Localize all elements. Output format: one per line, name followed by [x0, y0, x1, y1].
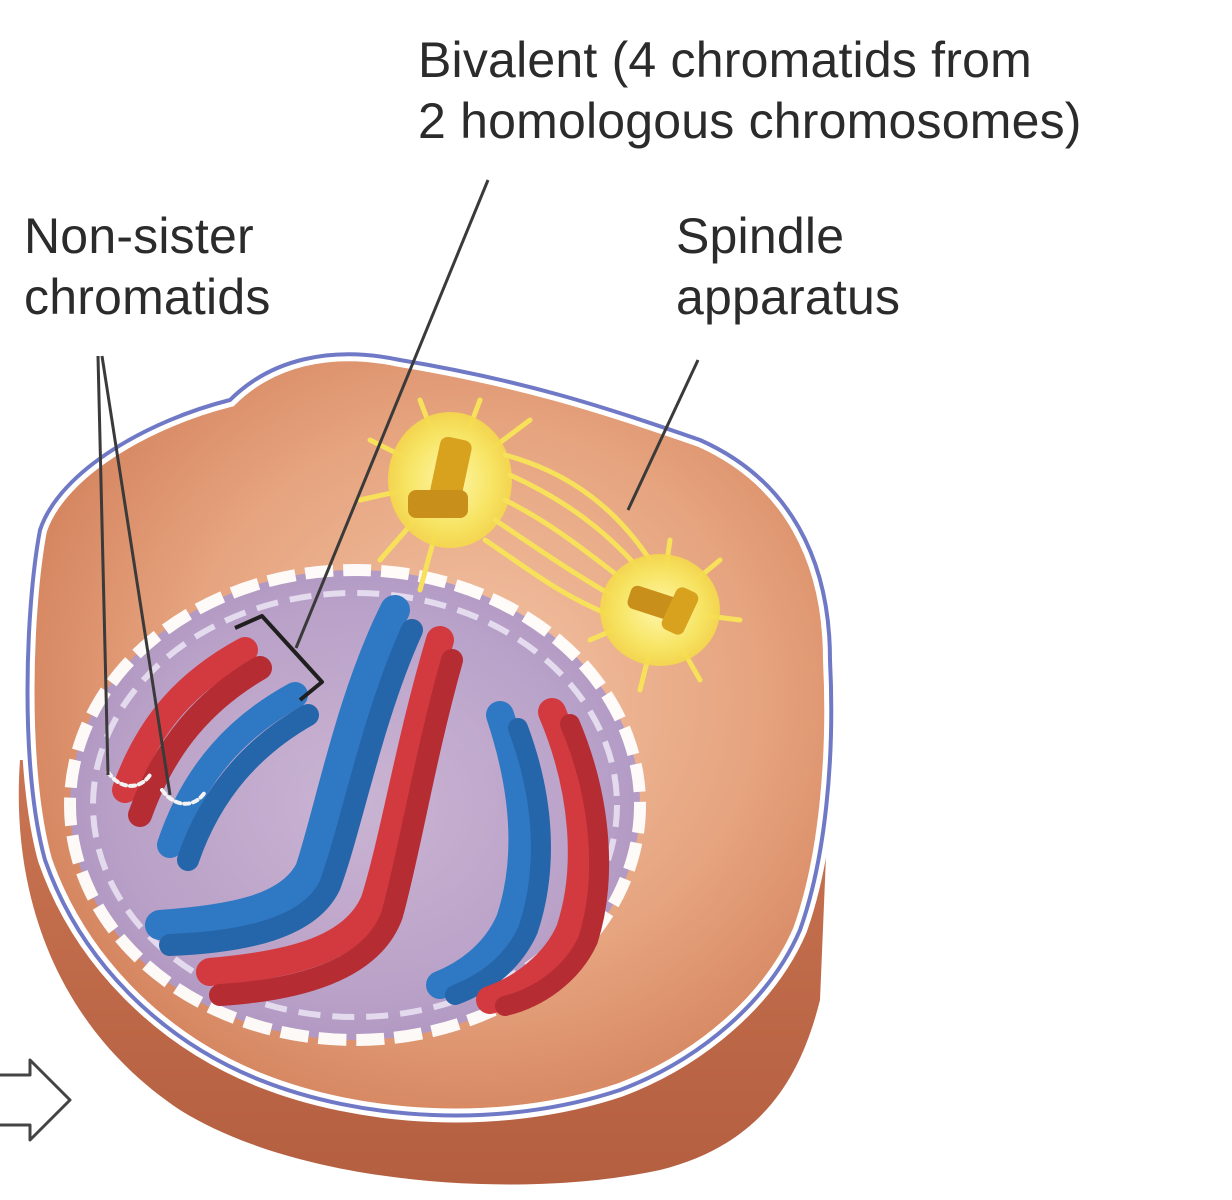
label-non-sister-chromatids: Non-sister chromatids — [24, 206, 271, 328]
label-bivalent-line2: 2 homologous chromosomes) — [418, 91, 1082, 152]
label-spindle-apparatus: Spindle apparatus — [676, 206, 900, 328]
label-spindle-line1: Spindle — [676, 206, 900, 267]
centriole-icon — [408, 490, 468, 518]
label-non-sister-line2: chromatids — [24, 267, 271, 328]
label-bivalent: Bivalent (4 chromatids from 2 homologous… — [418, 30, 1082, 152]
next-stage-arrow-icon — [0, 1060, 70, 1140]
label-spindle-line2: apparatus — [676, 267, 900, 328]
label-non-sister-line1: Non-sister — [24, 206, 271, 267]
label-bivalent-line1: Bivalent (4 chromatids from — [418, 30, 1082, 91]
